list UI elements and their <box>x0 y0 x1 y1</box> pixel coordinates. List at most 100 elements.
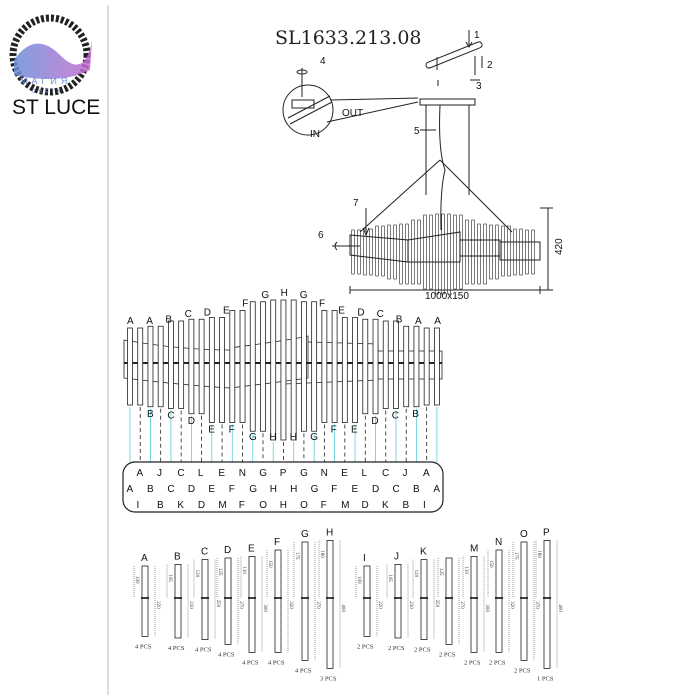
canopy <box>419 98 476 106</box>
crystal-rod <box>362 318 369 415</box>
rod-label-top: E <box>338 306 345 317</box>
part-top-dim: 175 <box>513 552 518 560</box>
part-label: N <box>495 537 502 548</box>
part-length-dim: 230 <box>188 601 193 609</box>
part-label: E <box>248 543 255 554</box>
part-top-dim: 130 <box>463 566 468 574</box>
crystal-rod <box>208 317 215 423</box>
part-top-dim: 120 <box>413 570 418 578</box>
crystal-rod <box>413 325 420 408</box>
layout-label: G <box>300 468 308 479</box>
crystal-rod <box>280 299 287 441</box>
part-top-dim: 120 <box>194 570 199 578</box>
part-quantity: 4 PCS <box>195 647 212 654</box>
part-label: J <box>394 551 399 562</box>
crystal-rod <box>423 327 430 406</box>
part-label: B <box>174 551 181 562</box>
crystal-rod <box>321 310 328 423</box>
layout-label: L <box>198 468 204 479</box>
part-quantity: 3 PCS <box>320 675 337 682</box>
part-top-dim: 175 <box>294 552 299 560</box>
side-rod <box>357 229 361 275</box>
crystal-rod <box>301 301 307 432</box>
layout-label: D <box>362 500 369 511</box>
side-rod <box>513 228 517 276</box>
side-rod <box>405 223 409 285</box>
rod-label-bottom: H <box>269 432 276 443</box>
side-rod <box>435 213 439 295</box>
part-top-dim: 130 <box>241 566 246 574</box>
layout-label: F <box>331 484 337 495</box>
crystal-rod <box>249 301 256 432</box>
crystal-rod <box>393 320 399 409</box>
layout-label: G <box>249 484 257 495</box>
rod-label-top: A <box>415 316 422 327</box>
rod-label-bottom: E <box>351 425 358 436</box>
part-rod <box>201 559 209 640</box>
side-rod <box>351 229 355 275</box>
part-length-dim: 220 <box>377 601 382 609</box>
layout-label: D <box>372 484 379 495</box>
logo-brand: ST LUCE <box>12 96 100 119</box>
rod-layout-box <box>122 461 444 513</box>
callout-4: 4 <box>320 56 326 67</box>
part-top-dim: 125 <box>438 568 443 576</box>
side-rod <box>525 229 529 275</box>
layout-label: J <box>157 468 162 479</box>
mounting-bracket <box>425 41 483 69</box>
crystal-rod <box>270 299 277 441</box>
part-rod <box>224 557 232 645</box>
layout-label: A <box>433 484 440 495</box>
rod-label-top: G <box>300 290 308 301</box>
side-rod <box>477 223 481 285</box>
part-label: P <box>543 527 550 538</box>
side-rod <box>531 229 535 275</box>
rod-label-bottom: G <box>249 432 257 443</box>
side-rod <box>375 225 379 277</box>
side-rod <box>501 225 505 277</box>
layout-label: C <box>167 484 174 495</box>
part-quantity: 4 PCS <box>218 651 235 658</box>
layout-label: I <box>423 500 426 511</box>
part-length-dim: 300 <box>484 604 489 612</box>
callout-5: 5 <box>414 126 420 137</box>
rod-label-bottom: C <box>167 411 174 422</box>
logo-sub1: МАГИЯ <box>20 76 71 86</box>
part-length-dim: 320 <box>288 601 293 609</box>
side-rod <box>399 223 403 285</box>
rod-label-top: A <box>127 316 134 327</box>
part-top-dim: 100 <box>356 576 361 584</box>
crystal-rod <box>198 318 205 415</box>
height-dimension: 420 <box>554 238 565 255</box>
part-quantity: 4 PCS <box>135 643 152 650</box>
part-rod <box>495 549 503 653</box>
part-quantity: 2 PCS <box>388 645 405 652</box>
layout-label: A <box>127 484 134 495</box>
part-label: G <box>301 529 309 540</box>
side-rod <box>465 219 469 285</box>
part-top-dim: 150 <box>488 560 493 568</box>
st-luce-logo: МАГИЯ СВЕТА ST LUCE <box>9 14 100 119</box>
part-label: H <box>326 527 333 538</box>
part-top-dim: 125 <box>217 568 222 576</box>
layout-label: A <box>423 468 430 479</box>
rod-label-top: C <box>377 309 384 320</box>
layout-label: B <box>402 500 409 511</box>
rod-label-top: F <box>319 299 325 310</box>
layout-label: N <box>321 468 328 479</box>
part-rod <box>470 556 478 653</box>
part-rod <box>326 540 334 669</box>
installation-diagram <box>282 30 553 295</box>
side-rod <box>519 228 523 276</box>
crystal-rod <box>260 301 266 432</box>
rod-label-top: A <box>434 316 441 327</box>
callout-7: 7 <box>353 198 359 209</box>
callout-2: 2 <box>487 60 493 71</box>
